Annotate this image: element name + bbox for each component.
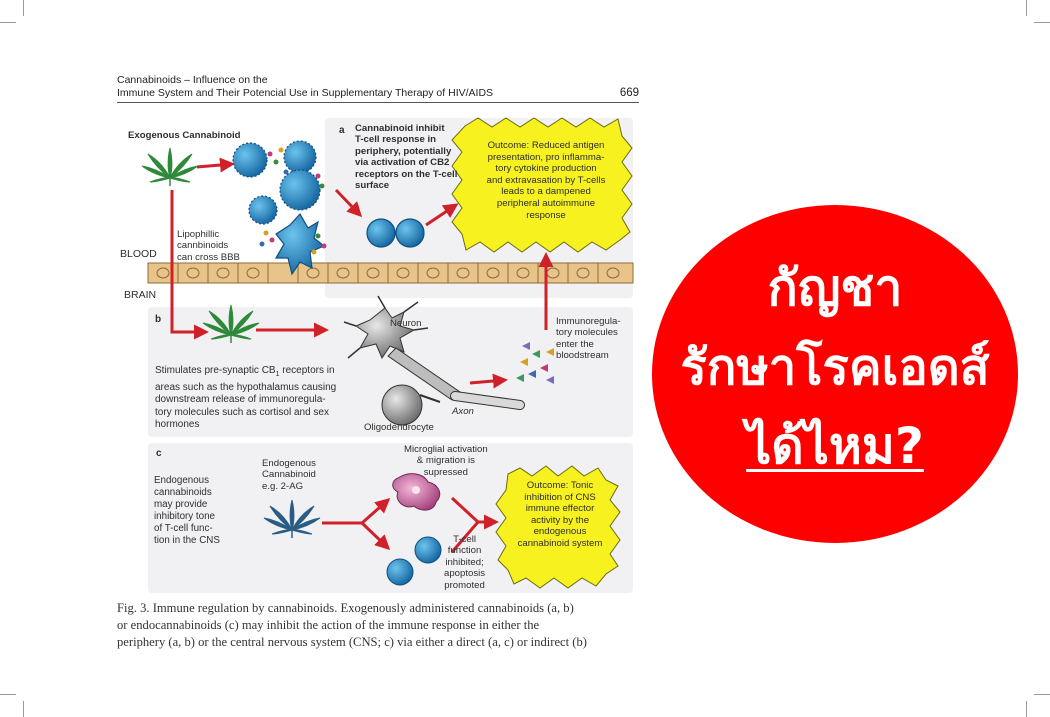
exogenous-cannabinoid-label: Exogenous Cannabinoid [128,130,241,141]
figure-caption: Fig. 3. Immune regulation by cannabinoid… [117,601,587,649]
panel-a-outcome-text: Outcome: Reduced antigen presentation, p… [486,140,606,221]
microglia-icon [392,473,441,511]
brain-label: BRAIN [124,289,157,301]
crop-mark [1026,701,1027,717]
cannabis-leaf-icon [141,147,199,187]
immune-cell-icon [386,536,442,586]
blood-label: BLOOD [120,248,157,260]
callout-line1: กัญชา [767,259,903,317]
blood-brain-barrier [147,262,634,284]
cannabis-leaf-icon [202,304,260,344]
crop-mark [23,701,24,717]
header-title-line1: Cannabinoids – Influence on the [117,74,268,86]
cannabis-leaf-icon [263,499,321,539]
outcome-star-box-c [495,465,621,589]
endogenous-cannabinoid-label: Endogenous Cannabinoid e.g. 2-AG [262,458,316,492]
crop-mark [0,22,16,23]
neuron-label: Neuron [390,318,422,329]
tcell-note: T-cell function inhibited; apoptosis pro… [444,534,486,591]
crop-mark [1026,0,1027,16]
molecule-dots [259,147,327,255]
immune-cell-icon [232,140,425,276]
arrow-icon [322,496,499,553]
arrow-icon [170,157,554,389]
callout-line2: รักษาโรคเอดส์ [680,339,990,396]
microglial-note: Microglial activation & migration is sup… [404,444,488,478]
oligodendrocyte-label: Oligodendrocyte [364,422,434,433]
document-header: Cannabinoids – Influence on the Immune S… [117,74,639,100]
crop-mark [0,694,16,695]
panel-c-letter: c [156,448,162,459]
crop-mark [23,0,24,16]
oligodendrocyte-icon [381,384,441,426]
immunoregulatory-note: Immunoregula- tory molecules enter the b… [556,316,621,362]
panel-a-description: Cannabinoid inhibit T-cell response in p… [355,123,458,192]
lipophilic-note: Lipophillic cannbinoids can cross BBB [177,229,240,263]
panel-c-outcome-text: Outcome: Tonic inhibition of CNS immune … [517,480,603,549]
panel-b-description: Stimulates pre-synaptic CB1 receptors in… [155,365,337,431]
endogenous-note: Endogenous cannabinoids may provide inhi… [154,475,220,546]
axon-label: Axon [452,406,474,417]
header-rule [117,102,639,103]
header-title-line2: Immune System and Their Potencial Use in… [117,87,494,99]
panel-b-letter: b [155,314,162,325]
callout-line3: ได้ไหม? [746,417,924,475]
page-number: 669 [619,87,639,99]
panel-a-letter: a [339,125,345,136]
immunoregulatory-molecules [516,342,554,384]
question-callout: กัญชา รักษาโรคเอดส์ ได้ไหม? [652,205,1018,543]
neuron-icon [343,295,525,410]
crop-mark [1034,694,1050,695]
crop-mark [1034,22,1050,23]
outcome-star-box-a [451,117,633,253]
